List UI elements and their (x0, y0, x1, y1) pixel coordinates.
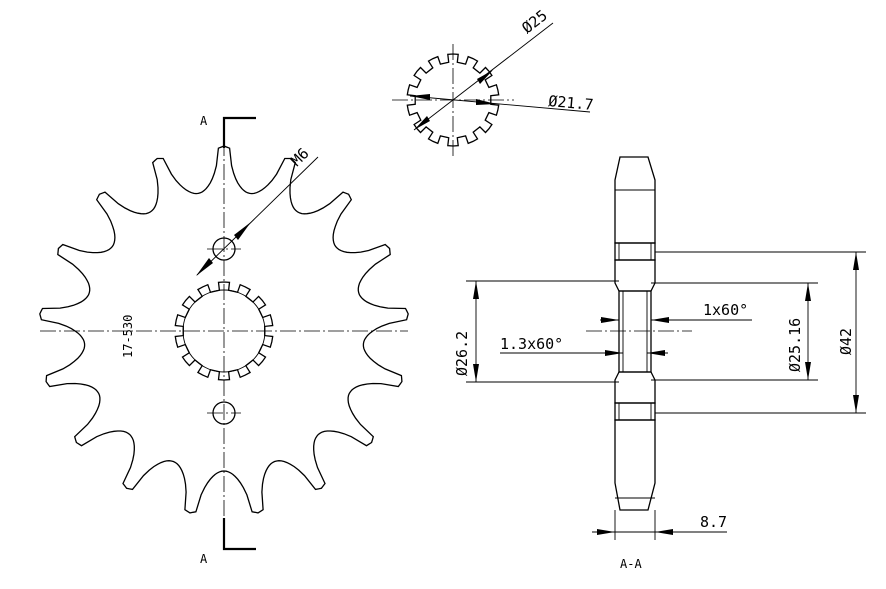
dim-8-7-label: 8.7 (700, 513, 727, 531)
dim-21-7-label: Ø21.7 (548, 92, 595, 114)
thread-leader-arrow-tail (234, 222, 251, 240)
sprocket-tooth-profile (39, 145, 409, 514)
spline-bore (174, 281, 274, 381)
section-upper-tooth (614, 156, 656, 244)
thread-leader-arrow-tip (196, 258, 213, 276)
section-label-top: A (200, 114, 208, 128)
thread-leader-line (196, 156, 319, 276)
dim-25-arrow-left (414, 116, 430, 130)
dim-8-7-arrow-right (655, 529, 673, 535)
chamfer-1-3x60-arrow-right (647, 350, 665, 356)
section-bore (618, 290, 652, 373)
section-upper-hub (614, 259, 656, 292)
spline-detail-view: Ø25 Ø21.7 (392, 6, 594, 156)
dim-21-7-line (409, 95, 591, 113)
section-upper-hole (614, 242, 656, 261)
chamfer-1-3x60-label: 1.3x60° (500, 335, 563, 353)
dim-42-label: Ø42 (837, 328, 855, 355)
chamfer-1x60-arrow-right (651, 317, 669, 323)
section-marker-top (222, 116, 256, 148)
section-view: Ø42 Ø25.16 Ø26.2 1x60° 1.3x60° 8.7 (453, 156, 866, 571)
dim-25-arrow-right (477, 70, 493, 84)
dim-25-16-label: Ø25.16 (786, 318, 804, 372)
dim-42-arrow-bottom (853, 395, 859, 413)
dim-25-16-arrow-bottom (805, 362, 811, 380)
section-label-bottom: A (200, 552, 208, 566)
dim-8-7-arrow-left (597, 529, 615, 535)
section-lower-tooth (614, 419, 656, 511)
section-marker-bottom (222, 518, 256, 551)
part-code-label: 17-530 (121, 315, 135, 358)
dim-25-16-arrow-top (805, 283, 811, 301)
dim-26-2-arrow-bottom (473, 364, 479, 382)
dim-25-label: Ø25 (518, 6, 550, 37)
chamfer-1-3x60-arrow-left (605, 350, 623, 356)
dim-21-7-arrow-right (476, 99, 496, 105)
chamfer-1x60-arrow-left (601, 317, 619, 323)
chamfer-1x60-label: 1x60° (703, 301, 748, 319)
dim-26-2-label: Ø26.2 (453, 331, 471, 376)
dim-42-arrow-top (853, 252, 859, 270)
dim-21-7-arrow-left (410, 94, 430, 100)
section-lower-hub (614, 371, 656, 404)
dim-26-2-arrow-top (473, 281, 479, 299)
section-lower-hole (614, 402, 656, 421)
front-view: M6 17-530 A A (39, 114, 409, 566)
spline-root-circle (182, 289, 266, 373)
section-view-label: A-A (620, 557, 642, 571)
